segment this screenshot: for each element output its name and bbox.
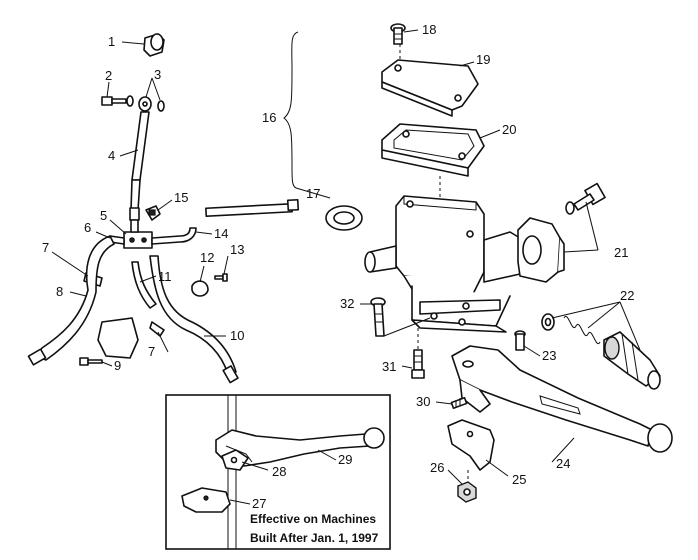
callout-24: 24: [556, 456, 570, 471]
callout-18: 18: [422, 22, 436, 37]
clip-part-7-right: [149, 321, 165, 337]
inset-note-line-1: Effective on Machines: [250, 512, 376, 526]
callout-30: 30: [416, 394, 430, 409]
brake-hose-part-11: [131, 261, 157, 309]
cam-part-25: [447, 419, 495, 471]
washers-part-3: [126, 95, 165, 112]
brake-hose-part-8: [27, 235, 115, 366]
callout-31: 31: [382, 359, 396, 374]
callout-7-right: 7: [148, 344, 155, 359]
callout-13: 13: [230, 242, 244, 257]
banjo-bolt-part-2: [101, 96, 127, 106]
inset-note-line-2: Built After Jan. 1, 1997: [250, 531, 379, 545]
callout-3: 3: [154, 67, 161, 82]
master-cylinder-body: [364, 195, 521, 333]
callout-11: 11: [158, 269, 172, 284]
set-screw-part-30: [450, 396, 468, 410]
callout-16: 16: [262, 110, 276, 125]
diaphragm-gasket-part-20: [381, 123, 485, 177]
banjo-fitting-part-1: [143, 33, 165, 57]
hose-clip-part-12: [191, 280, 209, 297]
callout-9: 9: [114, 358, 121, 373]
assembly-brace-16: [283, 31, 331, 199]
mounting-plate: [97, 317, 139, 359]
seal-boot-part-17: [325, 205, 363, 231]
callout-4: 4: [108, 148, 115, 163]
callout-27: 27: [252, 496, 266, 511]
reservoir-cover-part-19: [381, 59, 479, 117]
leader-lines-right: [360, 29, 641, 485]
callout-15: 15: [174, 190, 188, 205]
callout-20: 20: [502, 122, 516, 137]
callout-2: 2: [105, 68, 112, 83]
clamp-bolt: [565, 182, 606, 215]
screw-part-9: [79, 357, 103, 366]
callout-8: 8: [56, 284, 63, 299]
callout-25: 25: [512, 472, 526, 487]
junction-block-part-5: [123, 219, 153, 249]
callout-19: 19: [476, 52, 490, 67]
bolt-part-32: [370, 297, 431, 337]
callout-21: 21: [614, 245, 628, 260]
callout-32: 32: [340, 296, 354, 311]
callout-1: 1: [108, 34, 115, 49]
callout-23: 23: [542, 348, 556, 363]
callout-29: 29: [338, 452, 352, 467]
callout-26: 26: [430, 460, 444, 475]
brake-hose-part-4: [129, 111, 150, 221]
callout-7-left: 7: [42, 240, 49, 255]
fitting-part-15: [145, 205, 161, 221]
hard-line-part-14: [151, 198, 300, 245]
callout-22: 22: [620, 288, 634, 303]
brake-lever-part-24: [451, 345, 673, 453]
inset-box: [165, 394, 391, 550]
callout-labels: 1 2 3 4 5 6 7 8 9 10 11 12 13 14 15 16 1…: [42, 22, 634, 511]
callout-17: 17: [306, 186, 320, 201]
leader-lines-left: [51, 41, 229, 367]
callout-5: 5: [100, 208, 107, 223]
cover-screw-part-18: [390, 23, 406, 45]
pivot-pin-part-23: [514, 330, 526, 351]
handlebar-clamp-part-21: [517, 217, 565, 283]
brake-hose-part-10: [149, 255, 239, 384]
piston-spring-part-22: [541, 313, 661, 390]
callout-6: 6: [84, 220, 91, 235]
callout-12: 12: [200, 250, 214, 265]
callout-28: 28: [272, 464, 286, 479]
nut-part-26: [457, 481, 477, 503]
callout-14: 14: [214, 226, 228, 241]
bolt-part-31: [411, 349, 425, 379]
callout-10: 10: [230, 328, 244, 343]
screw-part-13: [214, 273, 228, 282]
